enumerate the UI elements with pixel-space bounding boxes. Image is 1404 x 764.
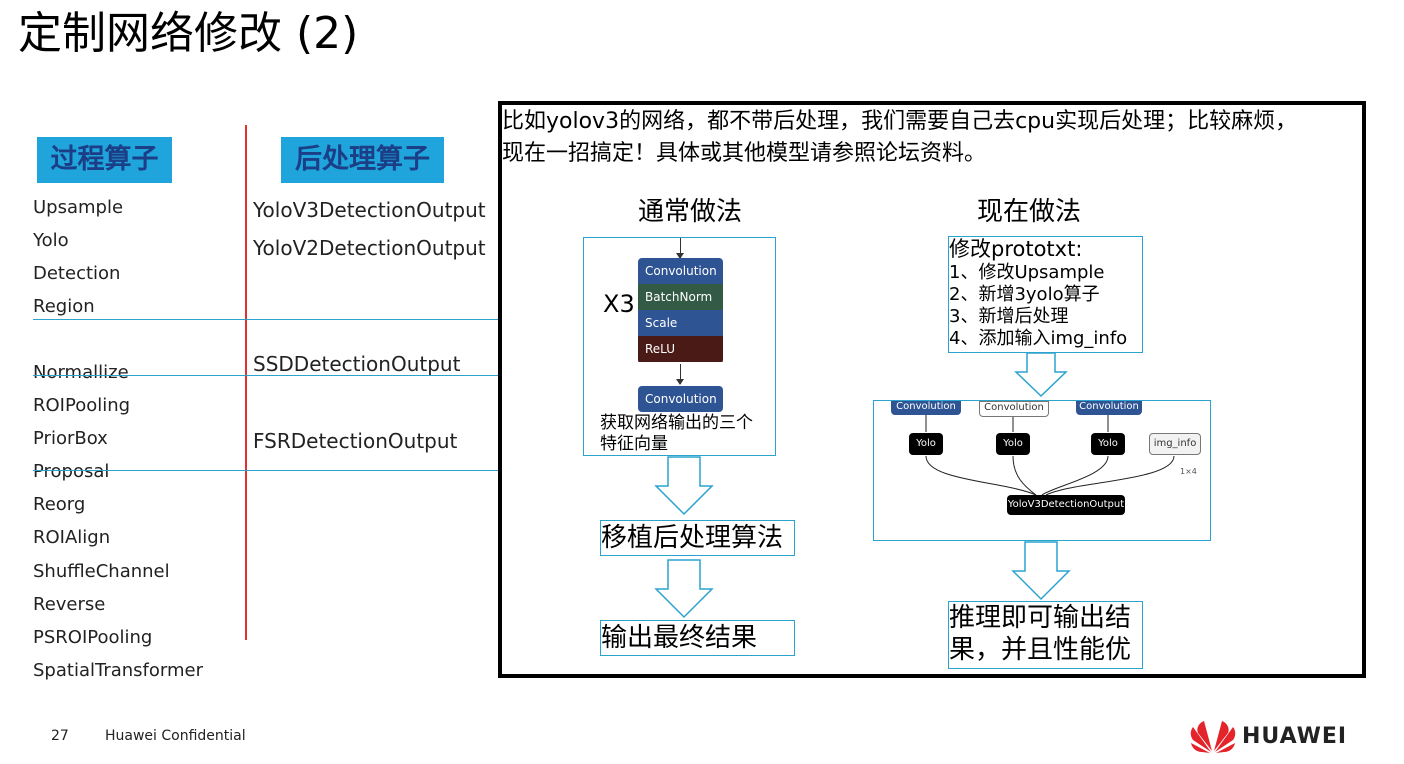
process-op-item: ROIPooling	[33, 395, 131, 416]
down-arrow-icon	[1011, 541, 1071, 601]
process-op-item: Proposal	[33, 461, 110, 482]
intro-line-1: 比如yolov3的网络，都不带后处理，我们需要自己去cpu实现后处理；比较麻烦，	[502, 109, 1298, 134]
repeat-label: X3	[603, 290, 635, 318]
process-op-item: Detection	[33, 263, 121, 284]
down-arrow-icon	[654, 456, 714, 516]
panel-intro: 比如yolov3的网络，都不带后处理，我们需要自己去cpu实现后处理；比较麻烦，…	[502, 106, 1362, 170]
postprocess-op-item: FSRDetectionOutput	[253, 429, 458, 453]
huawei-wordmark: HUAWEI	[1242, 724, 1348, 749]
process-op-item: Upsample	[33, 197, 124, 218]
layer-final-convolution: Convolution	[638, 386, 723, 412]
postprocess-operators-header: 后处理算子	[281, 137, 444, 183]
column-divider	[245, 125, 247, 640]
postprocess-op-item: YoloV2DetectionOutput	[253, 236, 486, 260]
graph-node-convolution: Convolution	[891, 401, 961, 415]
flow-line	[680, 364, 681, 384]
down-arrow-icon	[1014, 352, 1068, 398]
now-result-box: 推理即可输出结 果，并且性能优	[948, 601, 1143, 669]
prototxt-step: 4、添加输入img_info	[949, 328, 1128, 349]
process-op-item: Yolo	[33, 230, 69, 251]
graph-node-yolo: Yolo	[996, 433, 1030, 455]
result-line-2: 果，并且性能优	[949, 635, 1132, 665]
layer-relu: ReLU	[638, 336, 723, 362]
graph-node-img-info: img_info	[1149, 433, 1201, 455]
process-op-item: Reorg	[33, 494, 86, 515]
yolo-graph-box: Convolution Convolution Convolution Yolo…	[873, 400, 1211, 541]
prototxt-steps-box: 修改prototxt: 1、修改Upsample 2、新增3yolo算子 3、新…	[948, 236, 1143, 353]
layer-batchnorm: BatchNorm	[638, 284, 723, 310]
down-arrow-icon	[654, 559, 714, 619]
graph-node-yolo: Yolo	[909, 433, 943, 455]
graph-node-detection-output: YoloV3DetectionOutput	[1007, 495, 1125, 515]
arrow-head-icon	[676, 379, 684, 385]
process-op-item: Reverse	[33, 594, 106, 615]
confidential-label: Huawei Confidential	[105, 728, 246, 744]
connector-line	[33, 470, 498, 471]
slide-title: 定制网络修改 (2)	[18, 8, 359, 59]
result-line-1: 推理即可输出结	[949, 603, 1132, 633]
flow-line	[680, 238, 681, 258]
layer-scale: Scale	[638, 310, 723, 336]
process-op-item: PSROIPooling	[33, 627, 153, 648]
graph-edges	[925, 415, 1175, 496]
graph-dim-label: 1×4	[1180, 467, 1197, 476]
usual-approach-heading: 通常做法	[638, 197, 743, 227]
connector-line	[33, 319, 498, 320]
connector-line	[33, 375, 498, 376]
arrow-head-icon	[676, 253, 684, 259]
prototxt-step: 3、新增后处理	[949, 306, 1069, 327]
usual-step-port-algorithm: 移植后处理算法	[600, 520, 795, 556]
process-op-item: PriorBox	[33, 428, 108, 449]
intro-line-2: 现在一招搞定！具体或其他模型请参照论坛资料。	[502, 141, 987, 166]
process-op-item: Normallize	[33, 362, 129, 383]
prototxt-step: 2、新增3yolo算子	[949, 284, 1100, 305]
layer-stack: Convolution BatchNorm Scale ReLU	[638, 258, 723, 364]
process-op-item: ROIAlign	[33, 527, 111, 548]
now-approach-heading: 现在做法	[977, 197, 1082, 227]
usual-step-final-result: 输出最终结果	[600, 620, 795, 656]
postprocess-op-item: YoloV3DetectionOutput	[253, 198, 486, 222]
graph-node-yolo: Yolo	[1091, 433, 1125, 455]
graph-node-convolution: Convolution	[1076, 401, 1142, 415]
prototxt-step: 1、修改Upsample	[949, 262, 1105, 283]
caption-line-2: 特征向量	[600, 434, 668, 454]
process-op-item: SpatialTransformer	[33, 660, 203, 681]
caption-line-1: 获取网络输出的三个	[600, 413, 753, 433]
graph-node-convolution: Convolution	[979, 401, 1049, 417]
usual-caption: 获取网络输出的三个 特征向量	[600, 413, 753, 455]
postprocess-op-item: SSDDetectionOutput	[253, 352, 461, 376]
page-number: 27	[51, 728, 69, 744]
layer-convolution: Convolution	[638, 258, 723, 284]
process-op-item: Region	[33, 296, 95, 317]
process-op-item: ShuffleChannel	[33, 561, 170, 582]
huawei-logo-icon	[1190, 721, 1236, 753]
process-operators-header: 过程算子	[37, 137, 172, 183]
prototxt-title: 修改prototxt:	[949, 237, 1083, 261]
